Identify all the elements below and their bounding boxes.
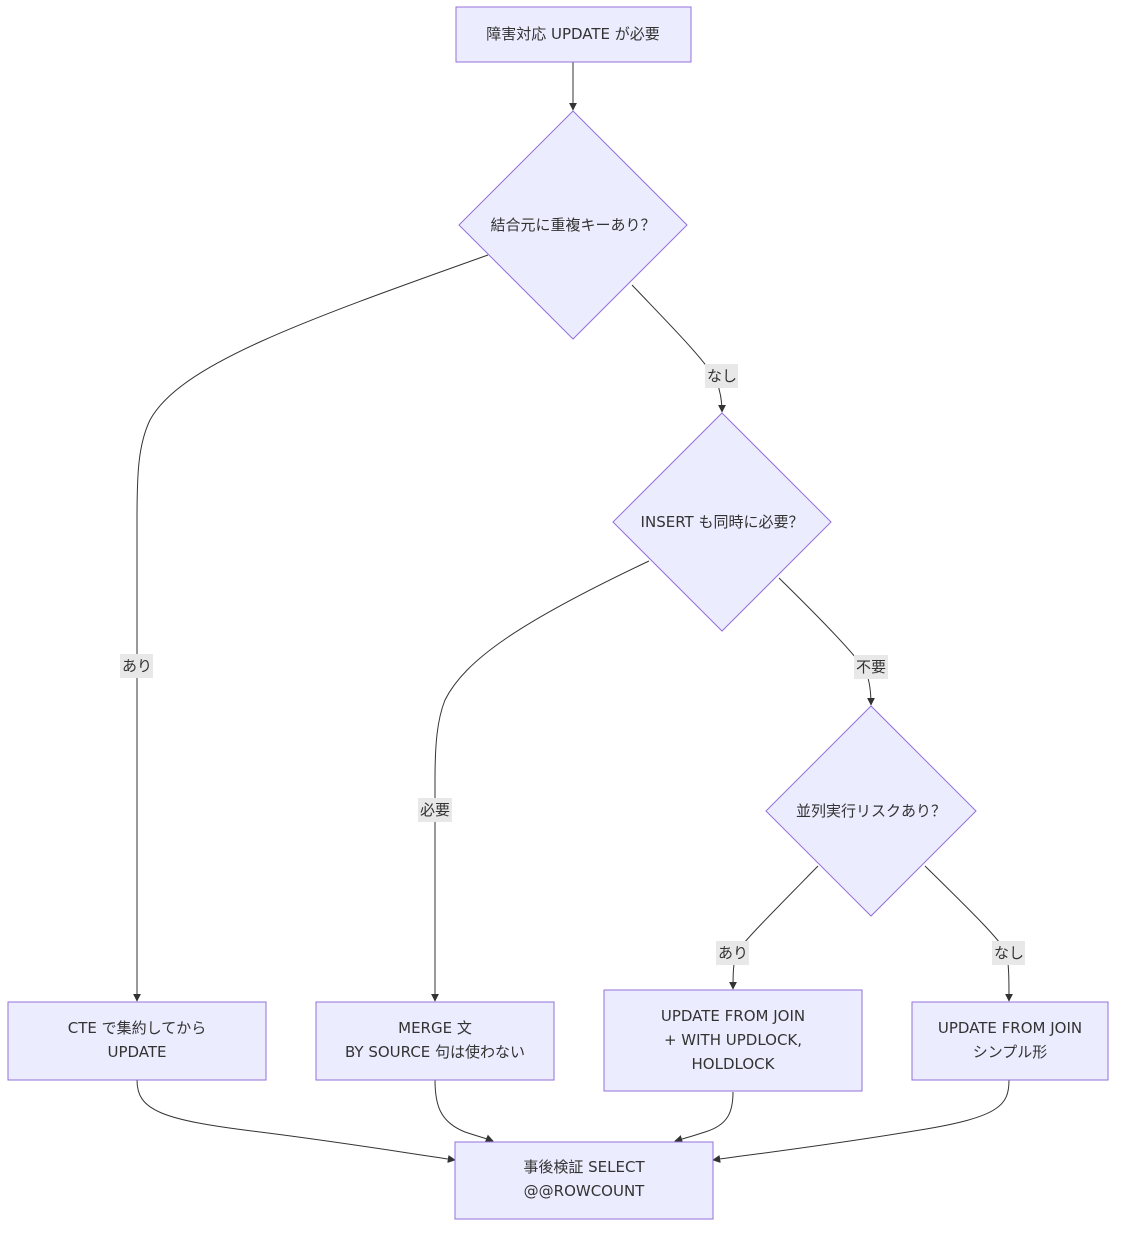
svg-text:あり: あり [718, 944, 748, 962]
edge-parallel-lock [729, 865, 819, 990]
svg-text:UPDATE FROM JOIN: UPDATE FROM JOIN [938, 1019, 1082, 1037]
svg-text:あり: あり [122, 657, 152, 675]
edge-simple-verify [712, 1079, 1010, 1163]
svg-text:INSERT も同時に必要？: INSERT も同時に必要？ [641, 513, 804, 531]
decision-duplicate-key: 結合元に重複キーあり？ [458, 110, 688, 340]
node-cte-aggregate: CTE で集約してから UPDATE [7, 1001, 267, 1081]
decision-parallel-risk: 並列実行リスクあり？ [765, 705, 977, 917]
svg-text:HOLDLOCK: HOLDLOCK [692, 1055, 776, 1073]
edge-label-dup-no: なし [705, 364, 738, 388]
node-update-lock: UPDATE FROM JOIN + WITH UPDLOCK, HOLDLOC… [603, 989, 863, 1092]
svg-text:障害対応 UPDATE が必要: 障害対応 UPDATE が必要 [486, 25, 660, 43]
svg-text:事後検証 SELECT: 事後検証 SELECT [523, 1158, 645, 1176]
svg-text:不要: 不要 [856, 658, 886, 676]
edge-merge-verify [434, 1079, 494, 1143]
node-merge: MERGE 文 BY SOURCE 句は使わない [315, 1001, 555, 1081]
svg-text:結合元に重複キーあり？: 結合元に重複キーあり？ [490, 216, 655, 234]
decision-insert-needed: INSERT も同時に必要？ [612, 412, 832, 632]
svg-text:なし: なし [994, 944, 1024, 962]
edge-dup-cte [133, 254, 489, 1002]
svg-text:BY SOURCE 句は使わない: BY SOURCE 句は使わない [345, 1043, 525, 1061]
edge-parallel-simple [924, 865, 1013, 1002]
edge-label-parallel-no: なし [992, 941, 1025, 965]
edge-insert-merge [431, 560, 650, 1002]
edge-label-dup-yes: あり [120, 654, 153, 678]
node-update-simple: UPDATE FROM JOIN シンプル形 [911, 1001, 1109, 1081]
edge-insert-parallel [778, 577, 875, 706]
edge-cte-verify [136, 1079, 456, 1163]
svg-text:MERGE 文: MERGE 文 [398, 1019, 472, 1037]
svg-text:@@ROWCOUNT: @@ROWCOUNT [524, 1182, 646, 1200]
edge-label-insert-yes: 必要 [418, 798, 452, 822]
edge-dup-insert [631, 284, 726, 413]
edge-lock-verify [674, 1091, 734, 1143]
svg-text:UPDATE: UPDATE [107, 1043, 166, 1061]
svg-text:並列実行リスクあり？: 並列実行リスクあり？ [796, 802, 946, 820]
node-start: 障害対応 UPDATE が必要 [455, 6, 692, 63]
svg-text:シンプル形: シンプル形 [973, 1043, 1048, 1061]
edge-label-insert-no: 不要 [854, 655, 888, 679]
node-verify: 事後検証 SELECT @@ROWCOUNT [454, 1141, 714, 1220]
svg-text:UPDATE FROM JOIN: UPDATE FROM JOIN [661, 1007, 805, 1025]
svg-text:なし: なし [707, 367, 737, 385]
svg-text:CTE で集約してから: CTE で集約してから [68, 1019, 206, 1037]
svg-text:+ WITH UPDLOCK,: + WITH UPDLOCK, [664, 1031, 802, 1049]
svg-text:必要: 必要 [420, 801, 450, 819]
edge-label-parallel-yes: あり [716, 941, 749, 965]
